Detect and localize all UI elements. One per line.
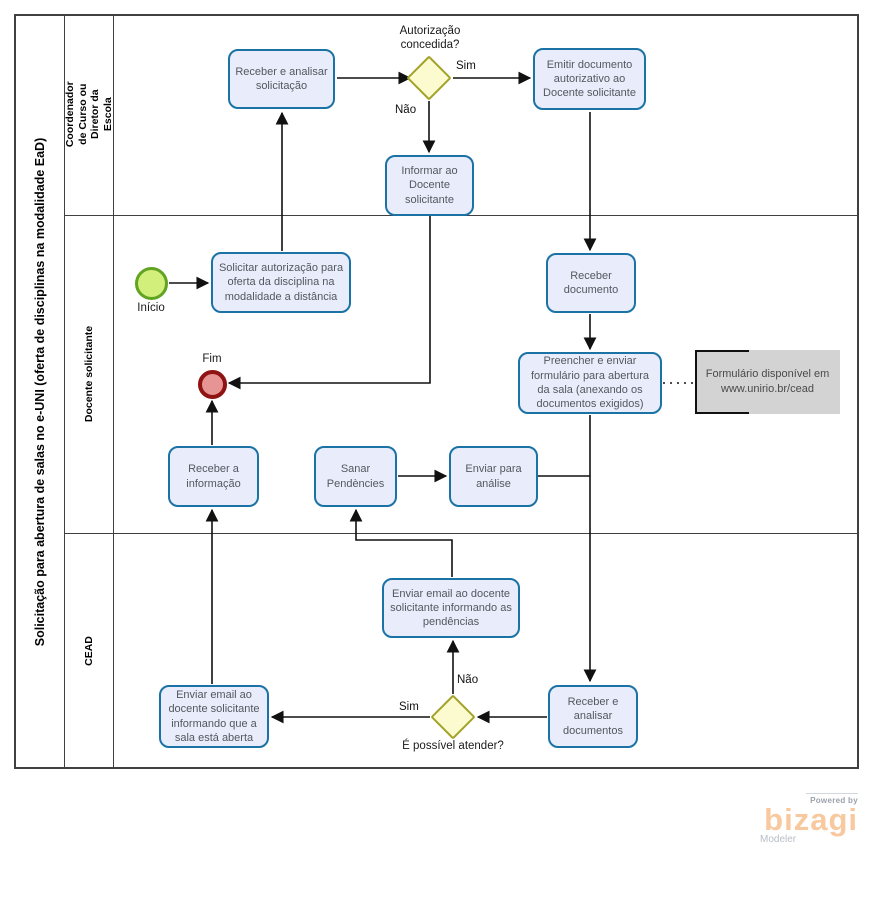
flow-label-sim-1: Sim (456, 60, 476, 72)
flow-informar-to-fim (227, 216, 431, 390)
task-label: Solicitar autorização para oferta da dis… (218, 262, 344, 303)
task-label: Emitir documento autorizativo ao Docente… (543, 58, 636, 100)
task-label: Receber e analisar solicitação (235, 65, 328, 92)
bizagi-logo: Powered by bizagi Modeler (757, 793, 858, 845)
task-informar-docente: Informar ao Docente solicitante (385, 155, 474, 216)
lane-divider-2 (64, 533, 859, 534)
pool-title-divider (64, 14, 65, 769)
powered-by-label: Powered by (806, 793, 858, 805)
task-label: Preencher e enviar formulário para abert… (530, 355, 649, 411)
task-sanar-pendencias: Sanar Pendències (314, 446, 397, 507)
annotation-text: Formulário disponível em www.unirio.br/c… (705, 368, 830, 395)
task-label: Receber a informação (186, 463, 241, 490)
flow-label-sim-2: Sim (399, 701, 419, 713)
task-solicitar-autorizacao: Solicitar autorização para oferta da dis… (211, 252, 351, 313)
annotation-formulario: Formulário disponível em www.unirio.br/c… (695, 350, 840, 414)
task-label: Receber documento (563, 269, 619, 296)
task-label: Enviar email ao docente solicitante info… (390, 587, 512, 629)
flow-label-nao-1: Não (395, 104, 417, 116)
task-enviar-email-sala-aberta: Enviar email ao docente solicitante info… (159, 685, 269, 748)
task-label: Informar ao Docente solicitante (401, 165, 458, 206)
start-event-label: Início (137, 302, 165, 314)
task-label: Receber e analisar documentos (563, 696, 623, 737)
flow-label-nao-2: Não (457, 674, 479, 686)
task-preencher-enviar-formulario: Preencher e enviar formulário para abert… (518, 352, 662, 414)
task-label: Sanar Pendències (326, 463, 385, 490)
start-event (135, 267, 168, 300)
task-label: Enviar para análise (465, 463, 522, 490)
task-receber-informacao: Receber a informação (168, 446, 259, 507)
bizagi-wordmark: bizagi (764, 802, 858, 837)
task-label: Enviar email ao docente solicitante info… (168, 688, 260, 744)
task-receber-documento: Receber documento (546, 253, 636, 313)
task-enviar-email-pendencias: Enviar email ao docente solicitante info… (382, 578, 520, 638)
modeler-label: Modeler (760, 834, 797, 846)
gateway-question-possivel-atender: É possível atender? (402, 740, 504, 752)
flow-email-pendencias-to-sanar (349, 508, 453, 577)
end-event-label: Fim (202, 353, 222, 365)
task-receber-analisar-solicitacao: Receber e analisar solicitação (228, 49, 335, 109)
task-emitir-documento: Emitir documento autorizativo ao Docente… (533, 48, 646, 110)
lane-label-divider (113, 14, 114, 769)
gateway-question-autorizacao: Autorização concedida? (399, 25, 461, 52)
task-enviar-para-analise: Enviar para análise (449, 446, 538, 507)
end-event (198, 370, 227, 399)
task-receber-analisar-documentos: Receber e analisar documentos (548, 685, 638, 748)
